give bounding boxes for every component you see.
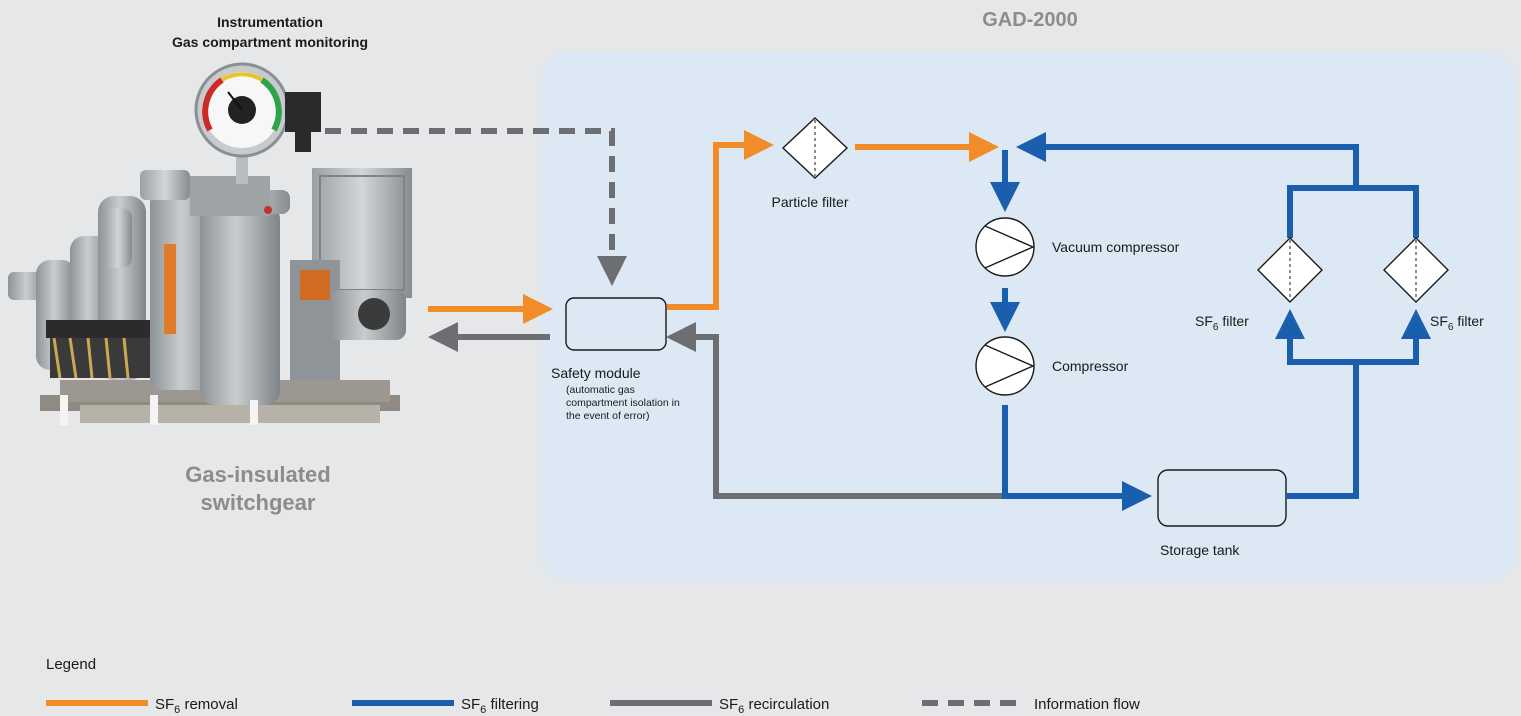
instrumentation-title-line1: Instrumentation [217, 14, 323, 30]
safety-module-note-2: compartment isolation in [566, 397, 680, 409]
svg-text:SF6 removal: SF6 removal [155, 696, 238, 716]
sf6-filter-right-label: SF6 filter [1430, 313, 1484, 333]
safety-module-note-3: the event of error) [566, 410, 649, 422]
gauge-image [194, 62, 321, 158]
storage-tank-label: Storage tank [1160, 542, 1240, 558]
sf6-filter-left-label: SF6 filter [1195, 313, 1249, 333]
gad-2000-panel [541, 52, 1516, 581]
svg-text:SF6 filtering: SF6 filtering [461, 696, 539, 716]
legend-title: Legend [46, 656, 96, 673]
svg-text:Information flow: Information flow [1034, 696, 1140, 713]
sf6-filter-left-icon [1257, 237, 1323, 303]
switchgear-label-line2: switchgear [201, 490, 316, 515]
vacuum-compressor-label: Vacuum compressor [1052, 239, 1180, 255]
legend-item-removal: SF6 removal [46, 696, 238, 716]
particle-filter-icon [781, 117, 849, 179]
switchgear-image [8, 150, 412, 425]
filtering-return-to-top [1016, 132, 1359, 188]
removal-to-particle-filter [667, 130, 774, 310]
sf6-filter-right-icon [1383, 237, 1449, 303]
compressor-icon [975, 336, 1035, 396]
filtering-tank-return [1287, 362, 1359, 499]
recirculation-return-line [666, 322, 1003, 499]
legend-item-filtering: SF6 filtering [352, 696, 539, 716]
safety-module-label: Safety module [551, 365, 641, 381]
information-flow-line [325, 128, 627, 286]
legend-item-information: Information flow [922, 696, 1140, 713]
instrumentation-title-line2: Gas compartment monitoring [172, 34, 368, 50]
filtering-compressor-to-tank [1002, 405, 1152, 511]
svg-text:SF6 recirculation: SF6 recirculation [719, 696, 829, 716]
compressor-label: Compressor [1052, 358, 1129, 374]
safety-module-note-1: (automatic gas [566, 384, 635, 396]
vacuum-compressor-icon [975, 217, 1035, 277]
legend-item-recirculation: SF6 recirculation [610, 696, 829, 716]
storage-tank-box [1157, 469, 1287, 527]
safety-module-box [565, 297, 667, 351]
switchgear-label-line1: Gas-insulated [185, 462, 330, 487]
particle-filter-label: Particle filter [771, 194, 848, 210]
system-title: GAD-2000 [982, 9, 1078, 31]
